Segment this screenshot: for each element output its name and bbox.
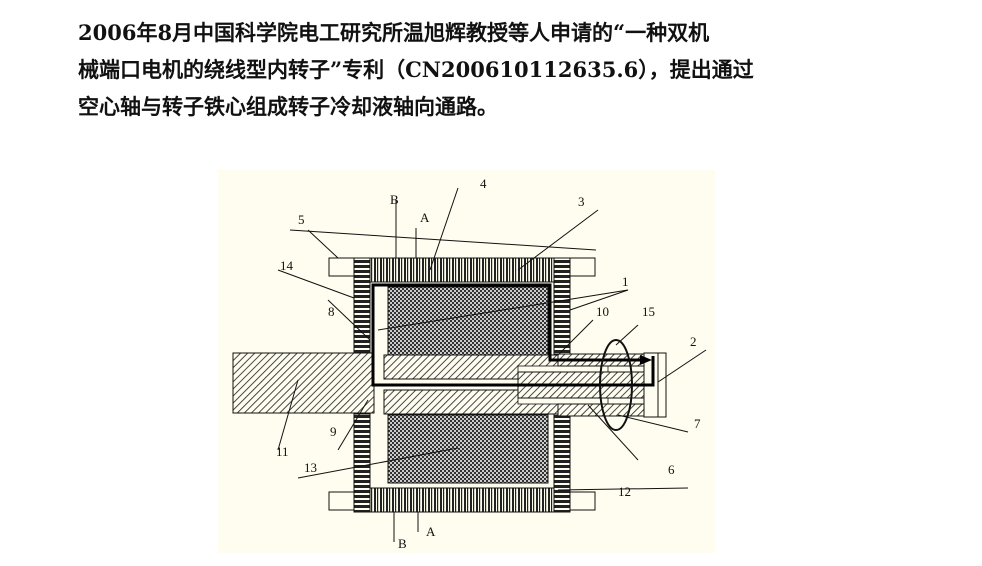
label-6: 6 [668,462,675,477]
label-3: 3 [578,194,585,209]
leader-lines [277,187,707,542]
end-winding-right-top [553,257,571,355]
end-cap-top-right [569,257,596,277]
label-1: 1 [622,274,629,289]
external-shaft [232,352,375,414]
rotation-arrow-icon [599,339,633,431]
rotor-diagram: 5 B A 4 3 14 8 1 10 15 2 7 6 11 9 13 12 … [232,176,707,551]
end-cap-top-left [328,257,355,277]
patent-description: 2006年8月中国科学院电工研究所温旭辉教授等人申请的“一种双机 械端口电机的绕… [78,14,898,125]
paragraph-line-3: 空心轴与转子铁心组成转子冷却液轴向通路。 [78,94,498,119]
label-14: 14 [280,258,294,273]
stator-bottom [369,487,571,513]
label-7: 7 [694,416,701,431]
label-4: 4 [480,176,487,191]
rotor-winding-top [387,286,549,356]
end-winding-left-top [353,257,371,355]
coolant-flow-path [371,283,655,387]
label-11: 11 [276,444,289,459]
label-b-bottom: B [398,536,407,551]
shaft-channel-top [517,365,609,373]
label-15: 15 [642,304,655,319]
label-b-top: B [390,192,399,207]
paragraph-line-1: 2006年8月中国科学院电工研究所温旭辉教授等人申请的“一种双机 [78,20,710,45]
label-13: 13 [304,460,317,475]
label-8: 8 [328,304,335,319]
stator-top [369,257,571,283]
label-5: 5 [298,212,305,227]
label-a-top: A [420,210,430,225]
end-cap-bottom-left [328,491,355,511]
end-winding-right-bottom [553,413,571,513]
rotor-cross-section-figure: 5 B A 4 3 14 8 1 10 15 2 7 6 11 9 13 12 … [218,170,715,553]
shaft-channel-bottom [517,397,609,405]
end-winding-left-bottom [353,413,371,513]
label-2: 2 [690,334,697,349]
paragraph-line-2: 械端口电机的绕线型内转子”专利（CN200610112635.6），提出通过 [78,57,754,82]
label-12: 12 [618,484,631,499]
rotor-winding-bottom [387,414,549,484]
label-10: 10 [596,304,609,319]
flow-arrow-icon [640,355,652,365]
end-cap-bottom-right [569,491,596,511]
label-9: 9 [330,424,337,439]
label-a-bottom: A [426,524,436,539]
